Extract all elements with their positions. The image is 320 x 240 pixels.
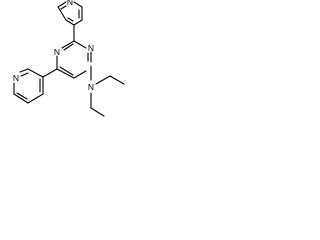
ethyl-group-bottom xyxy=(90,92,105,117)
molecule-canvas: N N N N N xyxy=(13,0,125,117)
atom-n-left-pyridine: N xyxy=(13,73,19,83)
bond-pyrimidine-pyridine xyxy=(42,68,58,78)
molecule-structure-diagram: N N N N N xyxy=(0,0,139,141)
bond xyxy=(13,93,29,104)
bond xyxy=(73,19,83,26)
bond xyxy=(65,19,75,26)
bond xyxy=(90,107,105,117)
bond xyxy=(61,40,75,49)
bond-double xyxy=(20,72,29,77)
bond xyxy=(56,68,75,79)
pyrimidine-ring xyxy=(56,40,92,79)
bond xyxy=(19,68,29,73)
bond xyxy=(73,70,87,79)
bond xyxy=(109,75,125,85)
ethyl-group-right xyxy=(95,75,125,85)
bond-double xyxy=(67,17,74,22)
bond xyxy=(73,1,83,8)
left-pyridine-ring xyxy=(13,68,44,104)
atom-n-amine: N xyxy=(88,82,94,92)
bond xyxy=(73,40,87,49)
atom-n-pyrimidine-3: N xyxy=(88,43,94,53)
bond-double xyxy=(16,92,28,100)
top-pyridine-ring xyxy=(57,1,83,26)
atom-n-pyrimidine-1: N xyxy=(54,47,60,57)
bond xyxy=(57,1,67,8)
bond-double xyxy=(60,5,67,10)
bond xyxy=(27,93,44,104)
bond-double xyxy=(63,43,74,51)
bond xyxy=(57,6,67,21)
bond xyxy=(95,75,111,85)
bond xyxy=(27,68,44,78)
bond-double xyxy=(59,66,74,76)
atom-n-top-pyridine: N xyxy=(67,0,73,7)
